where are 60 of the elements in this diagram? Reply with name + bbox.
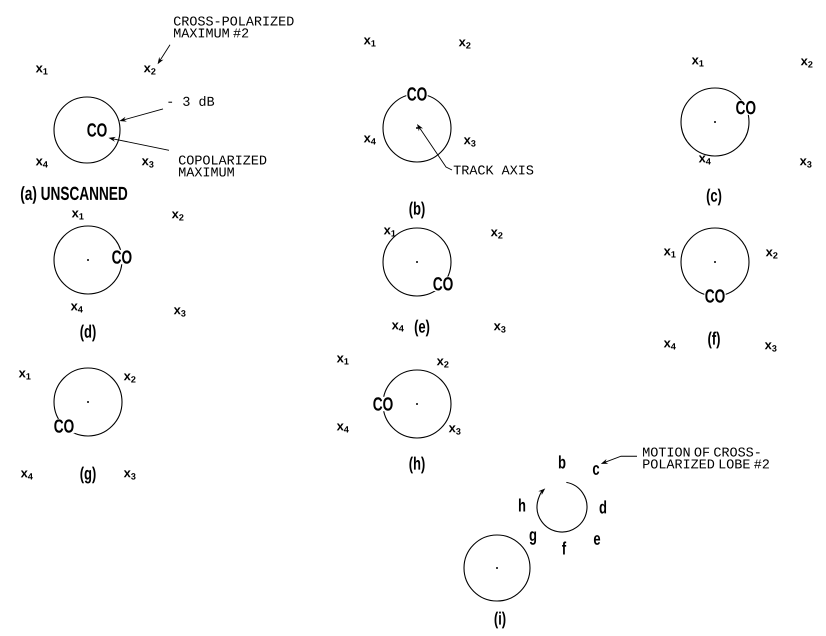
annotation-text: COPOLARIZED MAXIMUM <box>178 155 266 177</box>
annotation-text: - 3 dB <box>168 96 214 106</box>
panel-label: (c) <box>706 188 722 206</box>
point-label: x$_{4}$ <box>364 136 376 144</box>
annotation-text: CROSS-POLARIZED MAXIMUM #2 <box>174 16 294 38</box>
point-label: x$_{2}$ <box>172 211 184 221</box>
point-label: x$_{3}$ <box>142 158 154 168</box>
point-label: x$_{4}$ <box>336 424 349 432</box>
motion-label: f <box>562 542 566 554</box>
point-label: x$_{1}$ <box>18 370 31 380</box>
point-label: x$_{2}$ <box>436 358 448 368</box>
panel-label: (i) <box>494 612 506 628</box>
panel-label: (h) <box>409 456 425 474</box>
point-label: x$_{3}$ <box>800 158 812 168</box>
maximum-label: CO <box>87 123 107 137</box>
panel-label: (b) <box>409 202 425 218</box>
point-label: x$_{4}$ <box>20 470 33 480</box>
point-label: x$_{2}$ <box>458 39 470 49</box>
point-label: c <box>592 465 600 475</box>
point-label: x$_{1}$ <box>72 210 84 220</box>
annotation-text: TRACK AXIS <box>454 165 534 175</box>
motion-label: e <box>594 535 600 545</box>
panel-label: (e) <box>414 320 430 336</box>
point-label: x$_{1}$ <box>336 356 349 364</box>
point-label: x$_{2}$ <box>800 58 812 68</box>
circle-diagram: CO <box>680 227 750 304</box>
circle-diagram <box>53 96 121 164</box>
point-label: x$_{1}$ <box>692 58 704 66</box>
circle-diagram: CO <box>53 225 133 295</box>
point-label: x$_{4}$ <box>698 156 711 164</box>
point-label: x$_{4}$ <box>664 340 676 350</box>
motion-label: h <box>518 498 526 512</box>
point-label: x$_{3}$ <box>174 307 186 317</box>
point-label: x$_{3}$ <box>494 323 506 333</box>
point-label: x$_{2}$ <box>490 229 502 239</box>
panel-label: (a) UNSCANNED <box>20 186 128 204</box>
circle-diagram: CO <box>53 367 123 437</box>
point-label: x$_{4}$ <box>36 158 48 168</box>
point-label: x$_{2}$ <box>766 249 778 259</box>
point-label: x$_{1}$ <box>664 248 676 258</box>
point-label: x$_{1}$ <box>36 66 48 74</box>
annotation-text: MOTION OF CROSS-POLARIZED LOBE #2 <box>643 447 769 469</box>
panel-label: (g) <box>80 466 96 484</box>
point-label: x$_{2}$ <box>144 65 156 75</box>
panel-label: (f) <box>708 332 720 348</box>
point-label: x$_{1}$ <box>384 228 396 236</box>
circle-diagram <box>463 534 531 602</box>
panel-label: (d) <box>80 324 96 342</box>
point-label: x$_{4}$ <box>70 304 83 312</box>
circle-diagram: CO <box>680 87 757 157</box>
point-label: x$_{4}$ <box>392 322 404 332</box>
circle-diagram: CO <box>382 86 452 163</box>
motion-label: b <box>558 455 566 469</box>
point-label: x$_{3}$ <box>764 342 777 352</box>
point-label: x$_{3}$ <box>464 137 476 147</box>
point-label: x$_{1}$ <box>364 38 376 46</box>
motion-label: d <box>600 500 606 514</box>
point-label: x$_{3}$ <box>124 470 136 480</box>
point-label: x$_{2}$ <box>124 373 136 383</box>
motion-label: g <box>530 531 536 545</box>
